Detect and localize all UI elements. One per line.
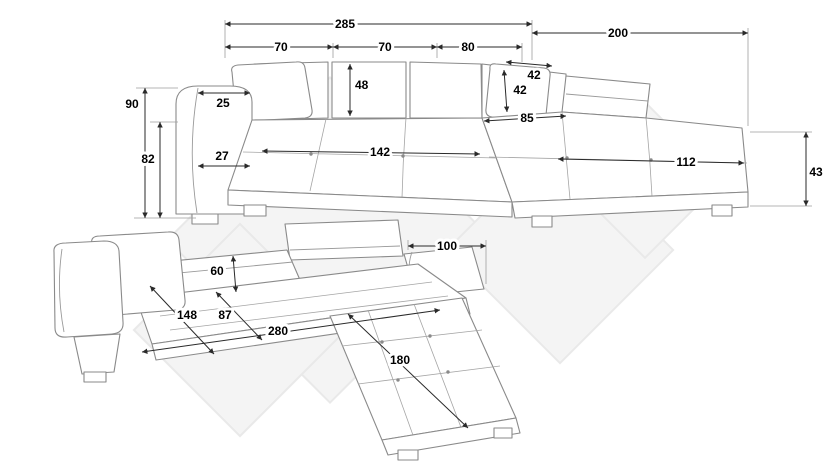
left-armrest-bottom — [53, 240, 124, 338]
dim-label-backrest-height: 90 — [125, 97, 139, 111]
dimline-chaise-seat — [557, 156, 745, 166]
dim-label-seat-length: 142 — [370, 145, 390, 159]
top-view-dimensions: 285 200 70 70 80 90 82 25 27 48 42 42 85… — [122, 14, 825, 219]
dim-label-back-a: 70 — [274, 40, 288, 54]
right-armrest-contour — [565, 93, 649, 102]
dim-label-total-depth: 148 — [177, 308, 197, 322]
dimline-seat-length — [261, 148, 481, 157]
dim-label-corner-back: 85 — [520, 111, 534, 125]
chaise-foot-side — [493, 427, 513, 439]
dim-label-armrest-front: 27 — [215, 149, 229, 163]
top-view-sofa — [175, 61, 749, 228]
dimline-corner-back — [483, 113, 567, 124]
bottom-view-sofa — [53, 219, 521, 461]
dimline-back-depth — [230, 255, 239, 293]
dim-label-cushion-height: 48 — [355, 78, 369, 92]
chaise-back-block — [284, 219, 404, 261]
dim-label-back-b: 70 — [378, 40, 392, 54]
left-armrest-foot — [191, 213, 219, 225]
chaise-surface-bottom — [329, 297, 517, 441]
dim-label-seat-depth: 87 — [218, 308, 232, 322]
tufting-button — [309, 152, 313, 156]
dim-label-seat-height: 43 — [809, 165, 823, 179]
dim-label-armrest-height: 82 — [141, 152, 155, 166]
tufting-button — [380, 340, 384, 344]
back-cushion-2 — [331, 61, 407, 119]
dim-label-chaise-seat: 112 — [676, 155, 696, 169]
seat-surface — [227, 117, 513, 203]
bottom-view-dimensions: 100 60 148 87 280 180 — [141, 236, 487, 429]
tufting-button — [401, 154, 405, 158]
tufting-button — [396, 378, 400, 382]
dim-label-back-depth: 60 — [210, 264, 224, 278]
seat-foot — [243, 204, 267, 217]
left-armrest-contour — [191, 87, 199, 214]
dim-label-armrest-top: 25 — [216, 96, 230, 110]
dim-label-armrest-block: 100 — [437, 239, 457, 253]
left-armrest-bottom-contour — [58, 248, 65, 333]
chaise-foot-right — [711, 204, 733, 217]
dim-label-pillow-width: 42 — [527, 68, 541, 82]
dim-label-chaise-length: 180 — [390, 353, 410, 367]
chaise-front-face-bottom — [381, 417, 521, 456]
left-foot — [83, 371, 107, 383]
chaise-front-face — [511, 191, 749, 219]
dim-label-back-c: 80 — [461, 40, 475, 54]
chaise-foot-left — [531, 215, 553, 228]
tufting-button — [446, 370, 450, 374]
chaise-surface — [481, 111, 749, 203]
left-front-corner — [73, 333, 121, 375]
dimline-pillow-width — [505, 59, 553, 69]
chaise-foot-front — [397, 449, 419, 461]
dim-label-overall-width: 285 — [335, 17, 355, 31]
dim-label-pillow-height: 42 — [513, 83, 527, 97]
chaise-back-contour — [289, 245, 401, 251]
tufting-button — [428, 334, 432, 338]
back-cushion-3 — [409, 61, 483, 119]
seat-front-face — [227, 189, 513, 218]
dim-label-chaise-total: 200 — [608, 26, 628, 40]
dimline-pillow-height — [501, 69, 510, 113]
dimline-chaise-length — [347, 313, 469, 429]
dim-label-sleeping-length: 280 — [268, 324, 288, 338]
extension-lines — [134, 20, 812, 219]
